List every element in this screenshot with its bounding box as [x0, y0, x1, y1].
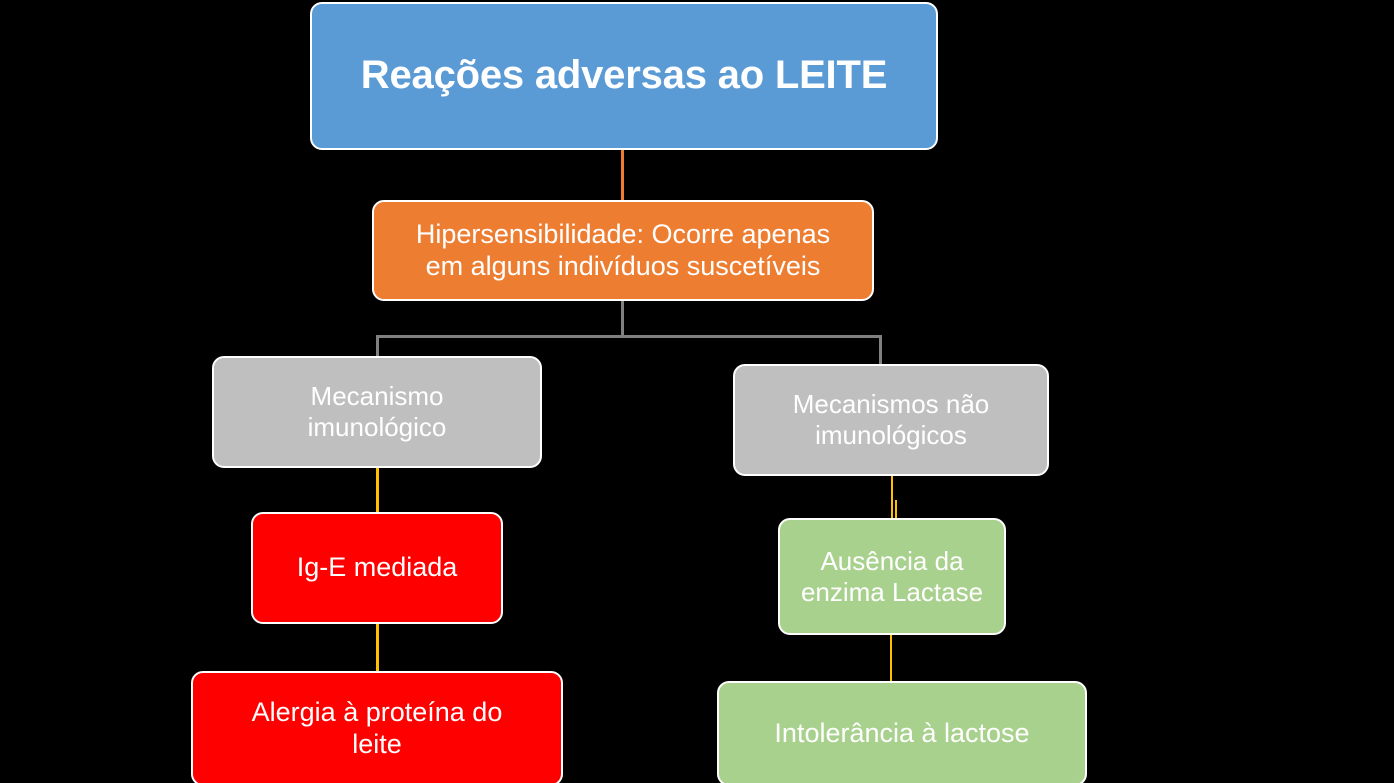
- connector-title-to-hipersensibilidade: [621, 148, 624, 204]
- node-ig-e-mediada[interactable]: Ig-E mediada: [251, 512, 503, 624]
- connector-hipersensibilidade-stem: [621, 300, 624, 337]
- connector-ausencia-to-intolerancia: [890, 634, 892, 682]
- connector-split-horizontal: [376, 335, 882, 338]
- connector-mecanismos-nao-to-ausencia-branch: [895, 500, 897, 518]
- connector-split-to-mecanismos-nao-imunologicos: [879, 335, 882, 366]
- node-ausencia-enzima-lactase[interactable]: Ausência da enzima Lactase: [778, 518, 1006, 635]
- node-mecanismo-imunologico[interactable]: Mecanismo imunológico: [212, 356, 542, 468]
- node-alergia-proteina-leite[interactable]: Alergia à proteína do leite: [191, 671, 563, 783]
- connector-split-to-mecanismo-imunologico: [376, 335, 379, 358]
- node-hipersensibilidade[interactable]: Hipersensibilidade: Ocorre apenas em alg…: [372, 200, 874, 301]
- node-intolerancia-lactose[interactable]: Intolerância à lactose: [717, 681, 1087, 783]
- connector-mecanismos-nao-to-ausencia: [891, 474, 893, 518]
- node-reacoes-adversas-ao-leite[interactable]: Reações adversas ao LEITE: [310, 2, 938, 150]
- connector-ig-e-to-alergia: [376, 622, 379, 672]
- connector-mecanismo-to-ig-e: [376, 466, 379, 513]
- node-mecanismos-nao-imunologicos[interactable]: Mecanismos não imunológicos: [733, 364, 1049, 476]
